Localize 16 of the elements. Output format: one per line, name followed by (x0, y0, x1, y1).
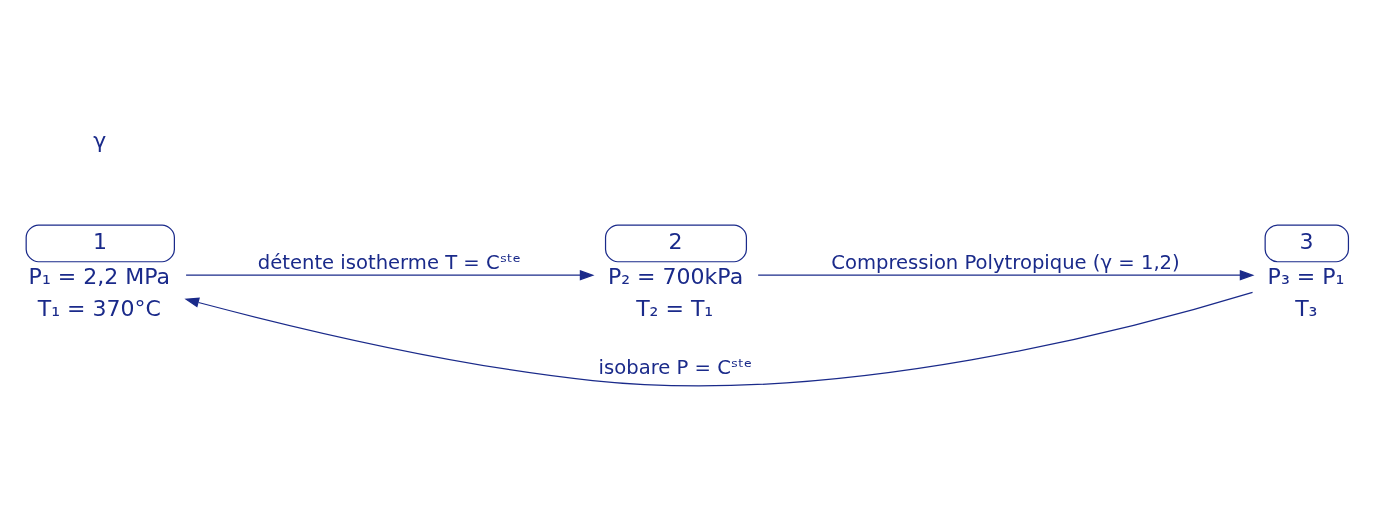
node-label: T₂ = T₁ (636, 296, 714, 322)
node-label: P₃ = P₁ (1267, 264, 1345, 290)
node-label: P₁ = 2,2 MPa (28, 264, 171, 290)
arrow (757, 270, 1255, 281)
node-label: T₁ = 370°C (37, 296, 162, 322)
node-label: P₂ = 700kPa (607, 264, 744, 290)
node-box: 3 (1264, 224, 1350, 263)
arrow (184, 291, 1254, 387)
arrow (185, 270, 595, 281)
edge-label: détente isotherme T = Cˢᵗᵉ (257, 250, 521, 274)
edge-label: isobare P = Cˢᵗᵉ (598, 356, 753, 380)
node-box: 1 (25, 224, 175, 263)
label: γ (93, 128, 107, 154)
edge-label: Compression Polytropique (γ = 1,2) (831, 250, 1180, 274)
node-box: 2 (604, 224, 747, 263)
node-label: T₃ (1295, 296, 1318, 322)
